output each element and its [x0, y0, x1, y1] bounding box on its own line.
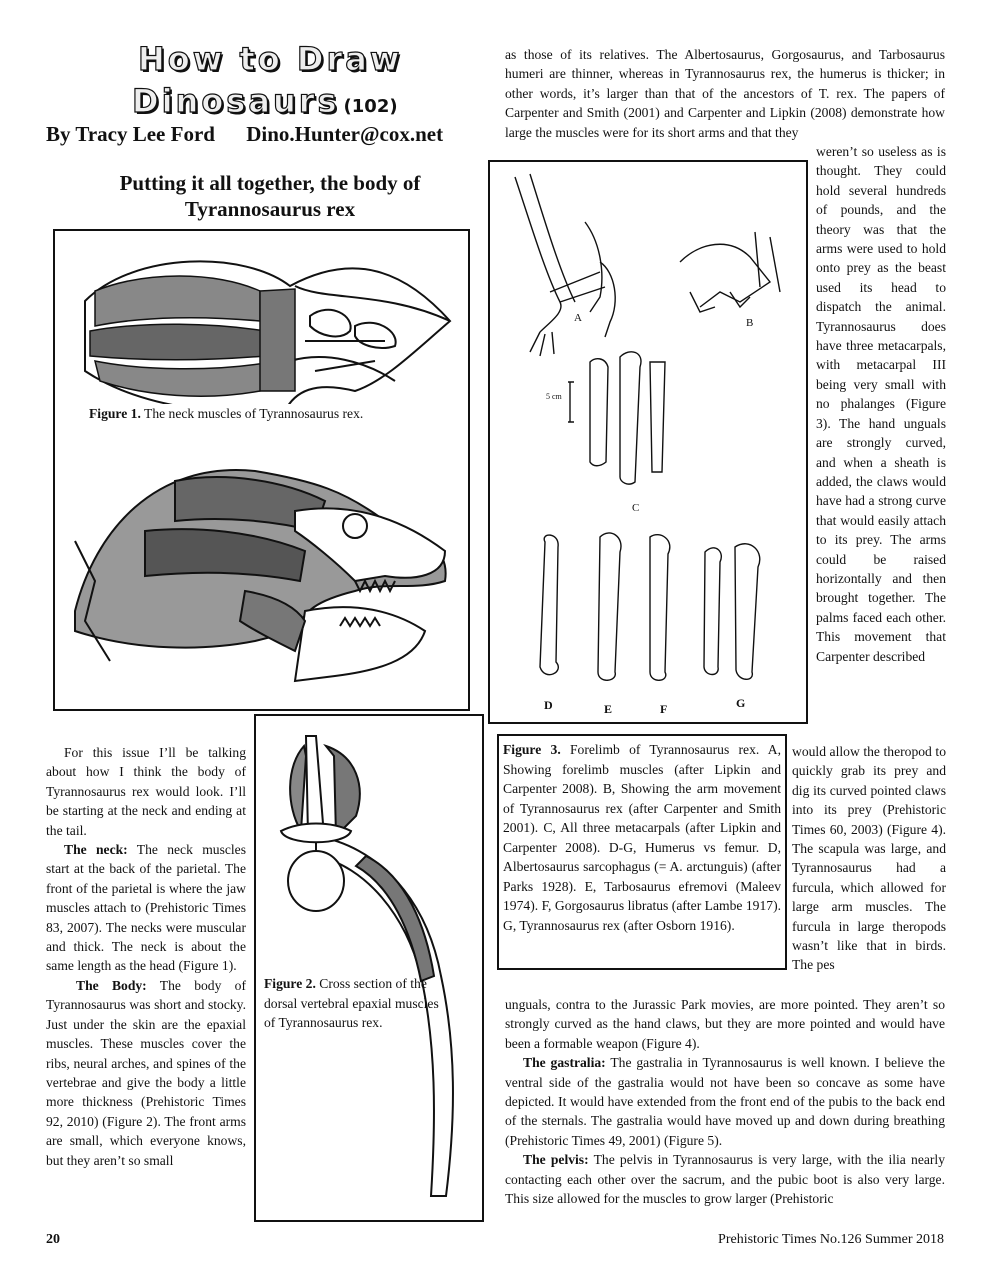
neck-heading: The neck: [64, 842, 128, 858]
page-number: 20 [46, 1232, 60, 1247]
panel-label-d: D [544, 698, 553, 712]
neck-muscles-top [89, 275, 296, 397]
panel-label-e: E [604, 702, 613, 716]
panel-label-b: B [746, 317, 754, 329]
title-line-1: How to Draw [137, 39, 403, 78]
author-email: Dino.Hunter@cox.net [246, 122, 444, 146]
pes-text: unguals, contra to the Jurassic Park mov… [505, 997, 945, 1051]
panel-label-g: G [736, 696, 746, 710]
figure-3-text: Forelimb of Tyrannosaurus rex. A, Showin… [503, 742, 781, 933]
pelvis-text: The pelvis in Tyrannosaurus is very larg… [505, 1152, 945, 1207]
neck-text: The neck muscles start at the back of th… [46, 842, 247, 974]
figure-1: Figure 1. The neck muscles of Tyrannosau… [53, 229, 470, 711]
figure-1-illustration [74, 260, 452, 683]
publication-footer: Prehistoric Times No.126 Summer 2018 [718, 1232, 944, 1247]
figure-2-text: Cross section of the dorsal vertebral ep… [264, 976, 439, 1030]
byline-row: By Tracy Lee Ford Dino.Hunter@cox.net [46, 122, 443, 147]
figure-3-illustration [514, 173, 781, 681]
figure-3-caption: Figure 3. Forelimb of Tyrannosaurus rex.… [497, 734, 787, 970]
gastralia-heading: The gastralia: [523, 1055, 606, 1071]
right-column-side-b: would allow the theropod to quickly grab… [792, 744, 946, 973]
panel-label-a: A [574, 312, 582, 324]
figure-2-caption: Figure 2. Cross section of the dorsal ve… [264, 974, 440, 1033]
right-column-bottom: unguals, contra to the Jurassic Park mov… [505, 995, 945, 1208]
panel-label-f: F [660, 702, 668, 716]
figure-1-label: Figure 1. [89, 406, 141, 421]
scale-label: 5 cm [546, 392, 562, 401]
figure-1-caption: Figure 1. The neck muscles of Tyrannosau… [89, 404, 419, 424]
panel-label-c: C [632, 502, 640, 514]
body-text: The body of Tyrannosaurus was short and … [46, 977, 246, 1168]
left-column: For this issue I’ll be talking about how… [46, 743, 246, 1170]
pelvis-paragraph: The pelvis: The pelvis in Tyrannosaurus … [505, 1150, 945, 1208]
pelvis-heading: The pelvis: [523, 1152, 589, 1168]
figure-2-label: Figure 2. [264, 976, 316, 991]
skull-side-view [74, 469, 447, 683]
body-paragraph: The Body: The body of Tyrannosaurus was … [46, 976, 246, 1170]
figure-3-image: A B C 5 cm D E F G [488, 160, 808, 724]
gastralia-text: The gastralia in Tyrannosaurus is well k… [505, 1055, 946, 1148]
figure-1-text: The neck muscles of Tyrannosaurus rex. [144, 406, 364, 421]
title-line-2: Dinosaurs [131, 81, 340, 120]
neck-paragraph: The neck: The neck muscles start at the … [46, 840, 246, 976]
figure-2: Figure 2. Cross section of the dorsal ve… [254, 714, 484, 1222]
title-line-2-wrap: Dinosaurs (102) [131, 81, 398, 120]
intro-paragraph: For this issue I’ll be talking about how… [46, 745, 246, 838]
figure-3-label: Figure 3. [503, 742, 561, 757]
section-heading: Putting it all together, the body of Tyr… [119, 171, 421, 221]
figure-2-illustration [279, 735, 454, 1197]
issue-number: (102) [343, 96, 398, 117]
byline: By Tracy Lee Ford [46, 122, 215, 146]
gastralia-paragraph: The gastralia: The gastralia in Tyrannos… [505, 1053, 945, 1150]
body-heading: The Body: [76, 977, 147, 993]
right-column-side-a: weren’t so useless as is thought. They c… [816, 144, 946, 664]
right-column-top: as those of its relatives. The Albertosa… [505, 47, 945, 140]
